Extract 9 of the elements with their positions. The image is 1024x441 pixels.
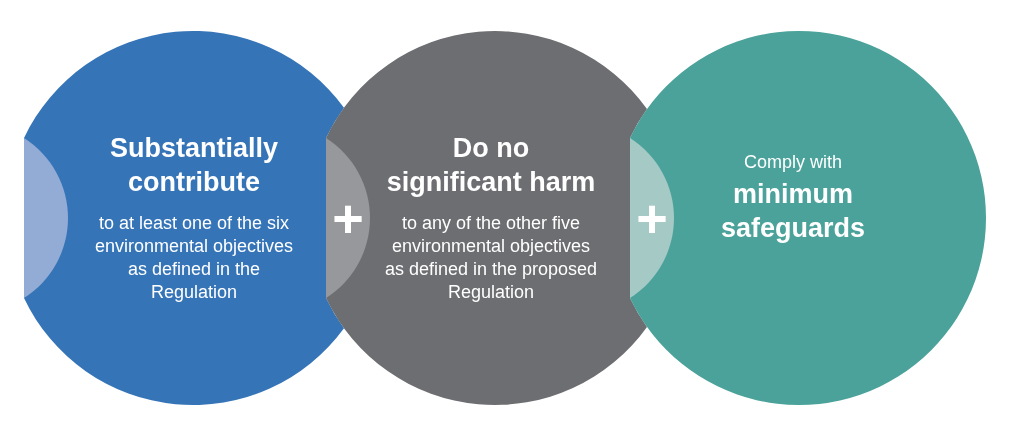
plus-sign: + [332, 201, 364, 235]
plus-sign: + [636, 201, 668, 235]
heading-text: Do no significant harm [385, 132, 597, 199]
heading-text: Substantially contribute [108, 132, 279, 199]
heading-text: minimum safeguards [719, 178, 867, 245]
description-text: Comply with [743, 151, 843, 174]
overlap-lens [24, 137, 68, 299]
description-text: to any of the other five environmental objectives as defined in the proposed Regulation [383, 212, 599, 304]
description-text: to at least one of the six environmental objectives as defined in the Regulation [93, 212, 295, 304]
